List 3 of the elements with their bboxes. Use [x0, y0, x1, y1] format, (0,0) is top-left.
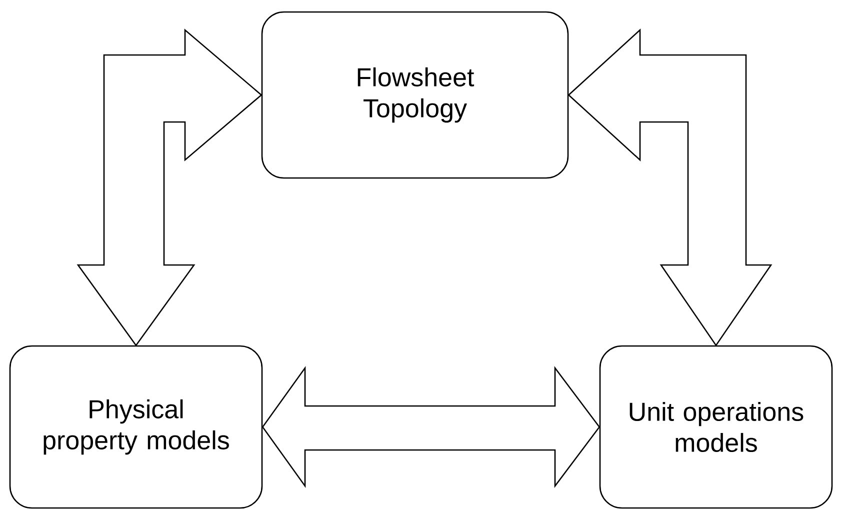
process-box: Flowsheet Topology	[261, 11, 569, 179]
process-box: Unit operations models	[599, 345, 833, 509]
process-box: Physical property models	[9, 345, 263, 509]
